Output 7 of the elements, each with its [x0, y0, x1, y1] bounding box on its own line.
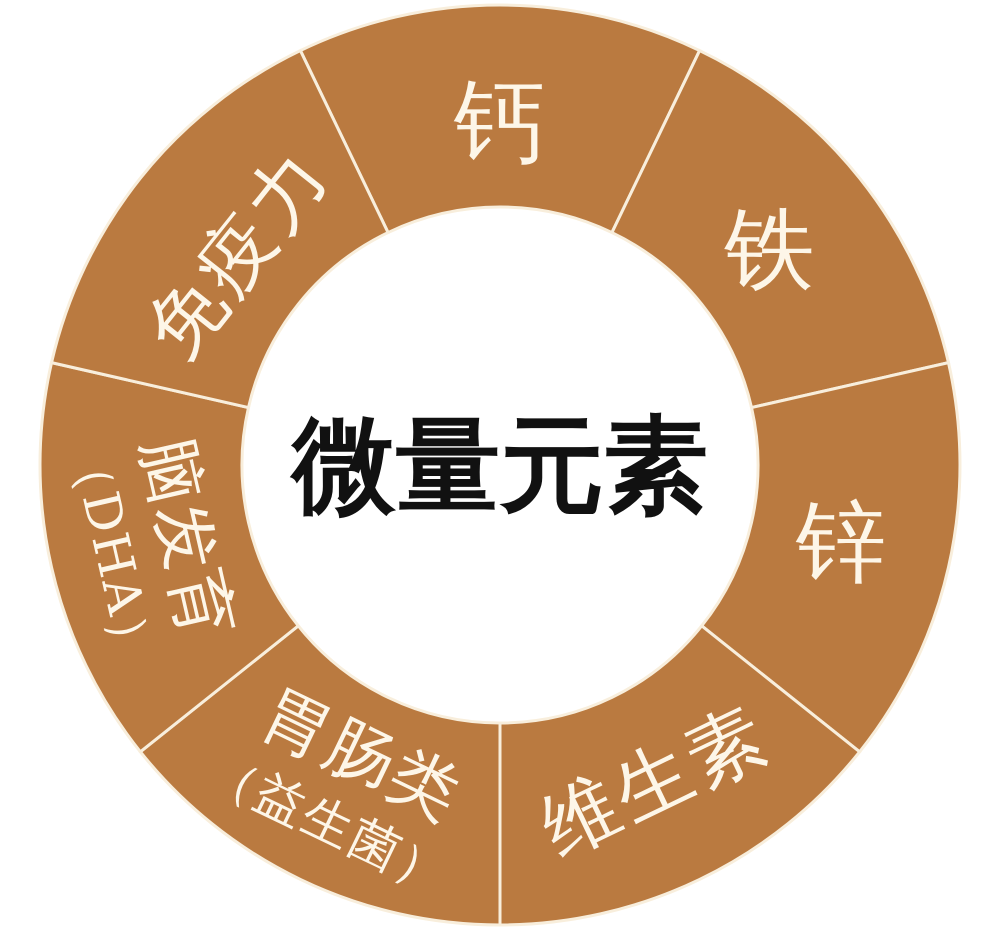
center-label: 微量元素	[292, 413, 708, 517]
ring-segment	[49, 48, 391, 410]
segment-label: 钙	[454, 76, 546, 168]
segment-label: 维生素	[525, 694, 780, 870]
segment-label: 铁	[724, 204, 815, 295]
segment-label: 免疫力	[129, 134, 342, 374]
segment-label: 锌	[796, 498, 886, 588]
